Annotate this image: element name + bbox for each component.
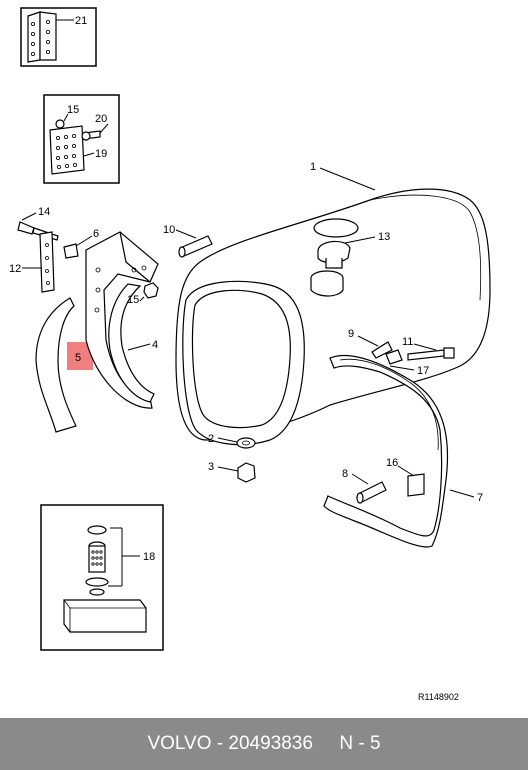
rubber-pad-5: 5 xyxy=(35,297,93,433)
inset-plate-19: 15 20 19 xyxy=(43,94,120,184)
callout-11: 11 xyxy=(402,336,413,348)
callout-12: 12 xyxy=(9,263,21,275)
callout-20: 20 xyxy=(95,113,107,125)
callout-6: 6 xyxy=(93,228,99,240)
parts-diagram: 21 15 20 19 1 13 xyxy=(9,7,491,702)
callout-18: 18 xyxy=(143,551,155,563)
bolt-9: 9 xyxy=(348,328,403,365)
inset-bracket-21: 21 xyxy=(20,7,97,67)
callout-15-inset: 15 xyxy=(67,104,79,116)
fuel-tank-1: 1 13 xyxy=(175,161,491,446)
callout-16: 16 xyxy=(386,457,398,469)
bracket-4: 4 xyxy=(85,231,159,409)
callout-14: 14 xyxy=(38,206,50,218)
label-17: 17 xyxy=(389,365,429,377)
pad-16: 16 xyxy=(386,457,425,497)
callout-10: 10 xyxy=(163,224,175,236)
tension-strap-7: 7 xyxy=(323,354,483,548)
footer-brand: VOLVO xyxy=(147,733,212,754)
callout-15: 15 xyxy=(127,294,139,306)
stud-8: 8 xyxy=(342,468,387,504)
stud-10: 10 xyxy=(163,224,213,258)
bolt-11: 11 xyxy=(402,336,455,361)
callout-17: 17 xyxy=(417,365,429,377)
callout-4: 4 xyxy=(152,339,158,351)
callout-7: 7 xyxy=(477,492,483,504)
footer-position: N - 5 xyxy=(339,733,381,754)
inset-filter-18: 18 xyxy=(40,504,164,651)
callout-8: 8 xyxy=(342,468,348,480)
footer-gap xyxy=(313,733,339,755)
callout-9: 9 xyxy=(348,328,354,340)
washer-2: 2 xyxy=(208,433,256,449)
nut-3: 3 xyxy=(208,461,256,483)
callout-13: 13 xyxy=(378,231,390,243)
callout-2: 2 xyxy=(208,433,214,445)
strap-12: 12 xyxy=(9,231,55,293)
callout-19: 19 xyxy=(95,148,107,160)
footer-bar: VOLVO - 20493836 N - 5 xyxy=(0,718,528,770)
footer-part-number: 20493836 xyxy=(228,733,313,754)
washer-6: 6 xyxy=(63,228,99,259)
callout-21: 21 xyxy=(75,15,87,27)
nut-15: 15 xyxy=(127,282,159,306)
drawing-reference: R1148902 xyxy=(418,692,459,702)
callout-1: 1 xyxy=(310,161,316,173)
callout-5: 5 xyxy=(75,352,81,364)
footer-separator: - xyxy=(211,733,229,754)
callout-3: 3 xyxy=(208,461,214,473)
